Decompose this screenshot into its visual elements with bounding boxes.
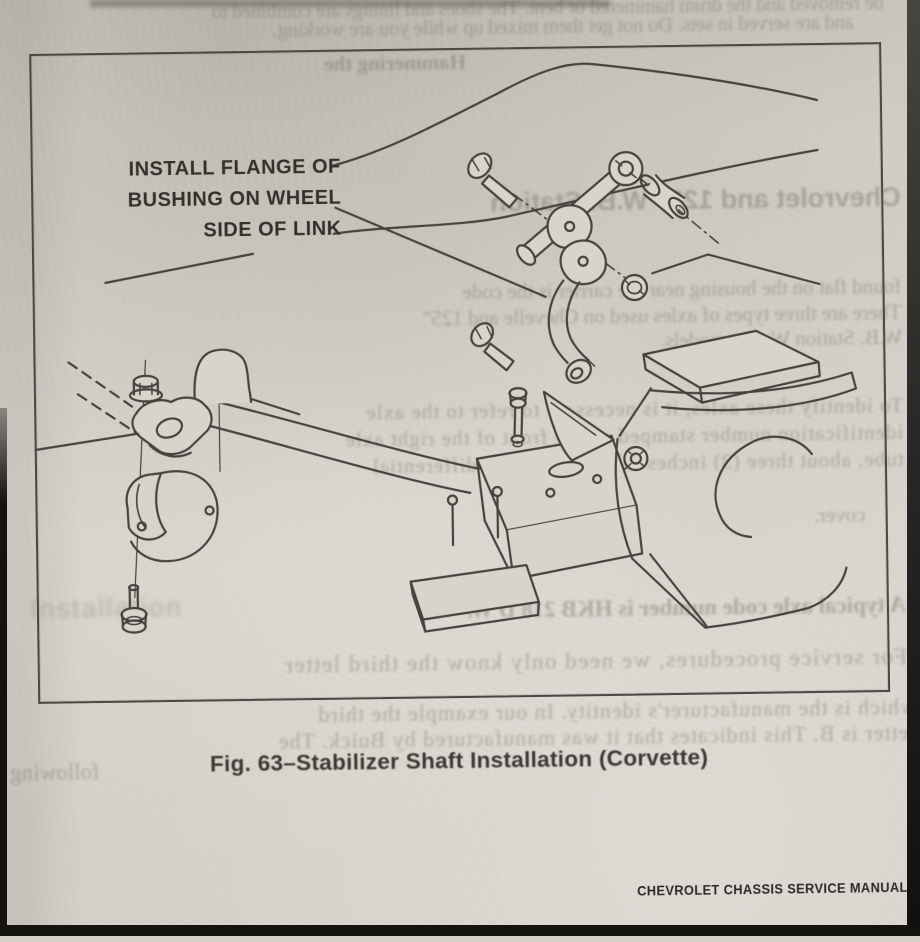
- clamp-bolt: [120, 583, 148, 634]
- mount-bracket-hump: [193, 348, 253, 406]
- annotation-line: BUSHING ON WHEEL: [127, 186, 342, 212]
- link-bolt-lower: [470, 322, 515, 372]
- clamp-strap: [125, 472, 167, 541]
- dashed-leader: [67, 361, 134, 408]
- bar-bushing: [155, 417, 184, 439]
- frame-contour-lines: [34, 62, 821, 452]
- photo-edge-top: [90, 0, 610, 7]
- photo-edge-left: [0, 408, 7, 936]
- link-clevis-flange: [546, 204, 607, 286]
- lower-control-arm: [614, 329, 858, 629]
- clamp-and-bushing-assembly: [67, 348, 301, 634]
- annotation-line: INSTALL FLANGE OF: [128, 155, 341, 181]
- frame-crossmember: [409, 434, 644, 633]
- link-bushing: [639, 174, 689, 220]
- link-eye: [608, 151, 644, 187]
- dashed-leader: [76, 393, 140, 436]
- stabilizer-link-assembly: [467, 151, 689, 462]
- gusset-bracket: [542, 390, 615, 462]
- photo-edge-right: [907, 0, 920, 936]
- photo-edge-bottom: [0, 925, 920, 936]
- bracket-bolt-small: [508, 387, 528, 448]
- link-nut: [620, 273, 649, 302]
- figure-annotation: INSTALL FLANGE OF BUSHING ON WHEEL SIDE …: [82, 152, 342, 249]
- link-lower-arm: [547, 279, 596, 385]
- stabilizer-bar: [184, 396, 481, 494]
- flanged-nut: [128, 374, 164, 403]
- link-bolt-upper: [467, 152, 519, 209]
- annotation-line: SIDE OF LINK: [203, 217, 342, 242]
